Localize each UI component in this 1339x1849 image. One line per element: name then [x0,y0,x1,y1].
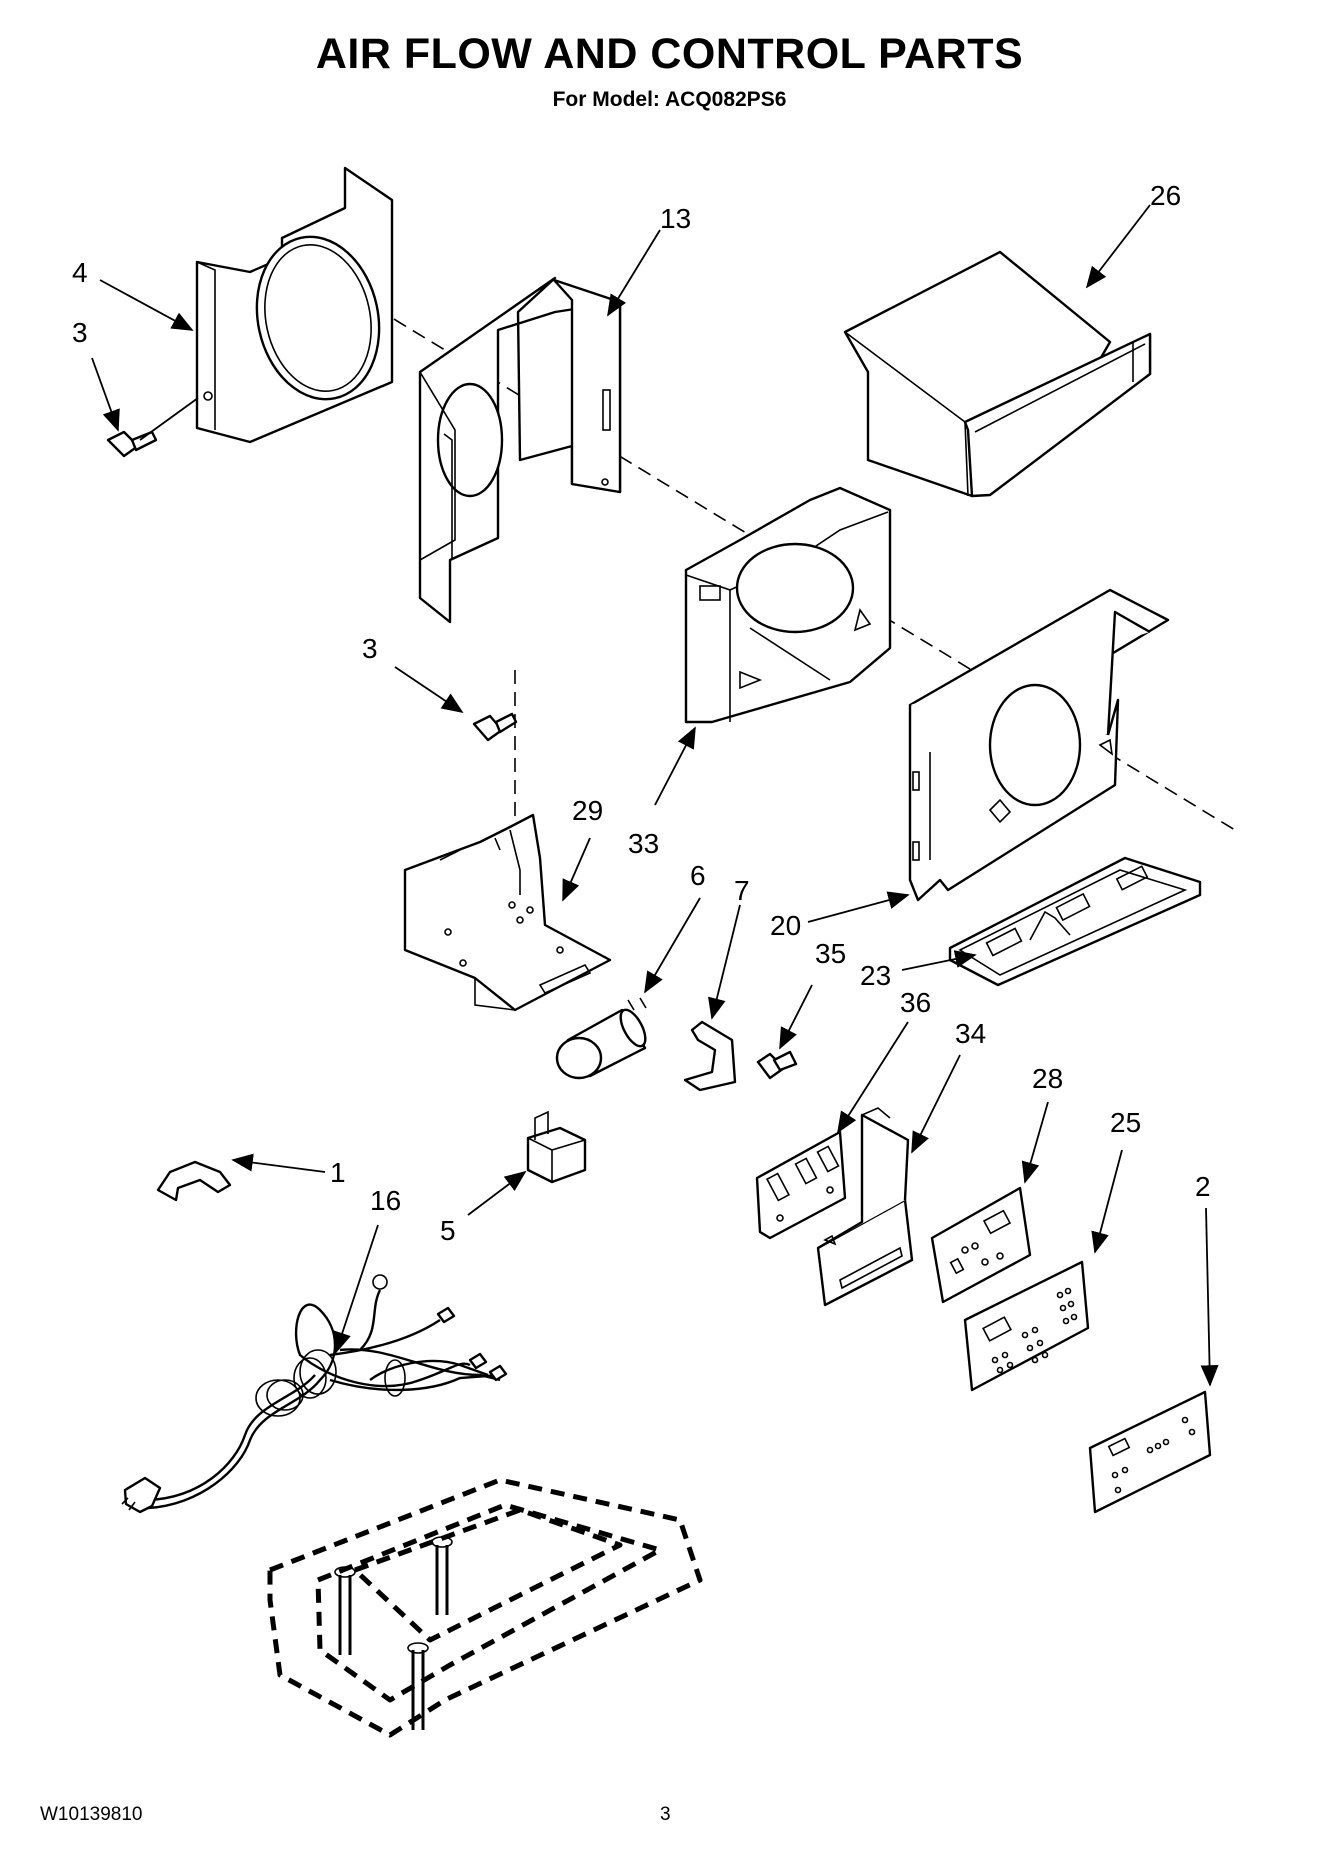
callout-labels: 4 3 13 26 3 29 33 6 7 20 35 23 36 34 28 … [72,180,1211,1246]
page-title: AIR FLOW AND CONTROL PARTS [315,30,1024,78]
part-36-control-board [755,1130,847,1240]
part-7-strap [683,1020,737,1092]
part-35-screw [756,1050,798,1080]
callout-29: 29 [572,795,603,826]
part-3-screw-upper [106,430,158,458]
part-16-power-cord [121,1274,508,1514]
part-6-capacitor [555,997,647,1080]
callout-33: 33 [628,828,659,859]
callout-28: 28 [1032,1063,1063,1094]
callout-5: 5 [440,1215,456,1246]
part-29-control-box [403,813,612,1012]
leader-lines [91,204,1219,1387]
callout-26: 26 [1150,180,1181,211]
part-3-screw-middle [472,712,518,742]
callout-4: 4 [72,257,88,288]
callout-23: 23 [860,960,891,991]
part-1-clamp [156,1160,232,1202]
callout-3-middle: 3 [362,633,378,664]
model-subtitle: For Model: ACQ082PS6 [552,88,787,111]
callout-34: 34 [955,1018,986,1049]
page-number: 3 [660,1804,671,1825]
document-number: W10139810 [40,1804,143,1825]
callout-35: 35 [815,938,846,969]
callout-3-upper: 3 [72,317,88,348]
base-pan-reference [267,1477,703,1738]
part-34-control-bracket [816,1107,914,1307]
part-5-relay [526,1110,587,1184]
callout-1: 1 [330,1157,346,1188]
part-20-barrier-panel [908,588,1170,902]
part-33-scroll-housing [684,486,892,724]
callout-7: 7 [734,875,750,906]
part-2-overlay [1088,1390,1212,1514]
part-13-shroud [418,276,622,624]
callout-6: 6 [690,860,706,891]
part-23-base-pan [948,856,1202,987]
part-28-display-board [930,1186,1032,1304]
callout-20: 20 [770,910,801,941]
part-26-top-cover [843,250,1152,498]
callout-13: 13 [660,203,691,234]
callout-16: 16 [370,1185,401,1216]
callout-2: 2 [1195,1171,1211,1202]
part-25-control-panel [963,1260,1090,1392]
part-4-orifice-panel [195,166,394,444]
callout-36: 36 [900,987,931,1018]
callout-25: 25 [1110,1107,1141,1138]
